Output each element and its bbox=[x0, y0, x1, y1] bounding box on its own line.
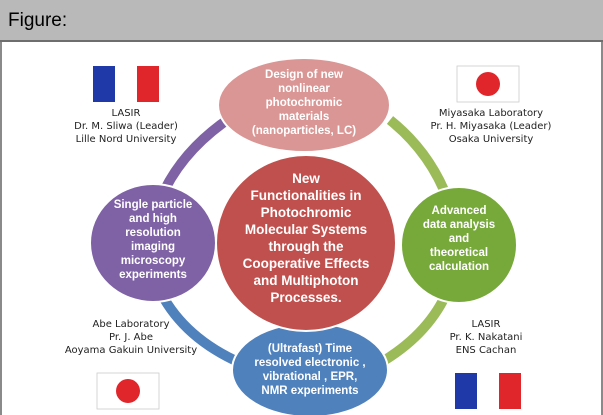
arc-top-right bbox=[386, 116, 453, 202]
japan-flag-icon bbox=[456, 65, 520, 103]
node-bottom-line: vibrational , EPR, bbox=[263, 371, 358, 383]
node-bottom-line: (Ultrafast) Time bbox=[268, 343, 352, 355]
node-center-line: and Multiphoton bbox=[254, 273, 359, 288]
node-bottom-line: resolved electronic , bbox=[254, 357, 365, 369]
node-right-line: data analysis bbox=[423, 219, 495, 231]
node-left-text: Single particle and high resolution imag… bbox=[114, 199, 193, 281]
japan-flag-icon bbox=[96, 372, 160, 410]
lab-bottom-left-line: Abe Laboratory bbox=[93, 319, 170, 330]
node-right-line: and bbox=[449, 233, 469, 245]
france-flag-icon bbox=[93, 66, 159, 102]
node-top-line: nonlinear bbox=[278, 83, 330, 95]
node-right-line: Advanced bbox=[432, 205, 487, 217]
node-top-line: Design of new bbox=[265, 69, 343, 81]
node-left-line: experiments bbox=[119, 269, 187, 281]
node-top-line: (nanoparticles, LC) bbox=[252, 125, 356, 137]
lab-bottom-right-line: ENS Cachan bbox=[456, 345, 517, 356]
france-flag-icon bbox=[455, 373, 521, 409]
node-center-line: Molecular Systems bbox=[245, 222, 367, 237]
node-top-text: Design of new nonlinear photochromic mat… bbox=[252, 69, 356, 137]
node-right-line: theoretical bbox=[430, 247, 488, 259]
node-center-text: New Functionalities in Photochromic Mole… bbox=[243, 171, 370, 305]
lab-bottom-left-line: Aoyama Gakuin University bbox=[65, 345, 197, 356]
figure-title: Figure: bbox=[8, 10, 68, 31]
lab-top-right-line: Pr. H. Miyasaka (Leader) bbox=[431, 121, 552, 132]
node-center-line: Processes. bbox=[270, 290, 341, 305]
node-left-line: resolution bbox=[125, 227, 181, 239]
node-bottom-text: (Ultrafast) Time resolved electronic , v… bbox=[254, 343, 365, 397]
node-bottom-line: NMR experiments bbox=[261, 385, 358, 397]
node-bottom bbox=[231, 322, 389, 415]
node-top-line: photochromic bbox=[266, 97, 343, 109]
node-left-line: microscopy bbox=[121, 255, 186, 267]
figure-header: Figure: bbox=[0, 0, 603, 42]
collaboration-diagram: Design of new nonlinear photochromic mat… bbox=[65, 57, 552, 415]
node-center-line: New bbox=[292, 171, 320, 186]
node-left-line: and high bbox=[129, 213, 177, 225]
node-center-line: Cooperative Effects bbox=[243, 256, 370, 271]
node-center-line: Photochromic bbox=[261, 205, 352, 220]
lab-bottom-right-line: LASIR bbox=[472, 319, 501, 330]
node-right-text: Advanced data analysis and theoretical c… bbox=[423, 205, 495, 273]
lab-top-right-line: Osaka University bbox=[449, 134, 534, 145]
lab-top-left-line: Lille Nord University bbox=[76, 134, 177, 145]
lab-top-left-line: LASIR bbox=[112, 108, 141, 119]
node-right bbox=[400, 186, 518, 304]
node-top-line: materials bbox=[279, 111, 330, 123]
lab-top-right-line: Miyasaka Laboratory bbox=[439, 108, 543, 119]
node-left-line: imaging bbox=[131, 241, 175, 253]
lab-top-left-line: Dr. M. Sliwa (Leader) bbox=[74, 121, 178, 132]
arc-bottom-right bbox=[382, 287, 453, 365]
node-center-line: through the bbox=[269, 239, 344, 254]
node-right-line: calculation bbox=[429, 261, 489, 273]
node-center bbox=[215, 154, 397, 332]
lab-bottom-right-line: Pr. K. Nakatani bbox=[450, 332, 523, 343]
node-left-line: Single particle bbox=[114, 199, 193, 211]
node-top bbox=[217, 57, 391, 153]
lab-bottom-left-line: Pr. J. Abe bbox=[109, 332, 153, 343]
node-center-line: Functionalities in bbox=[250, 188, 361, 203]
